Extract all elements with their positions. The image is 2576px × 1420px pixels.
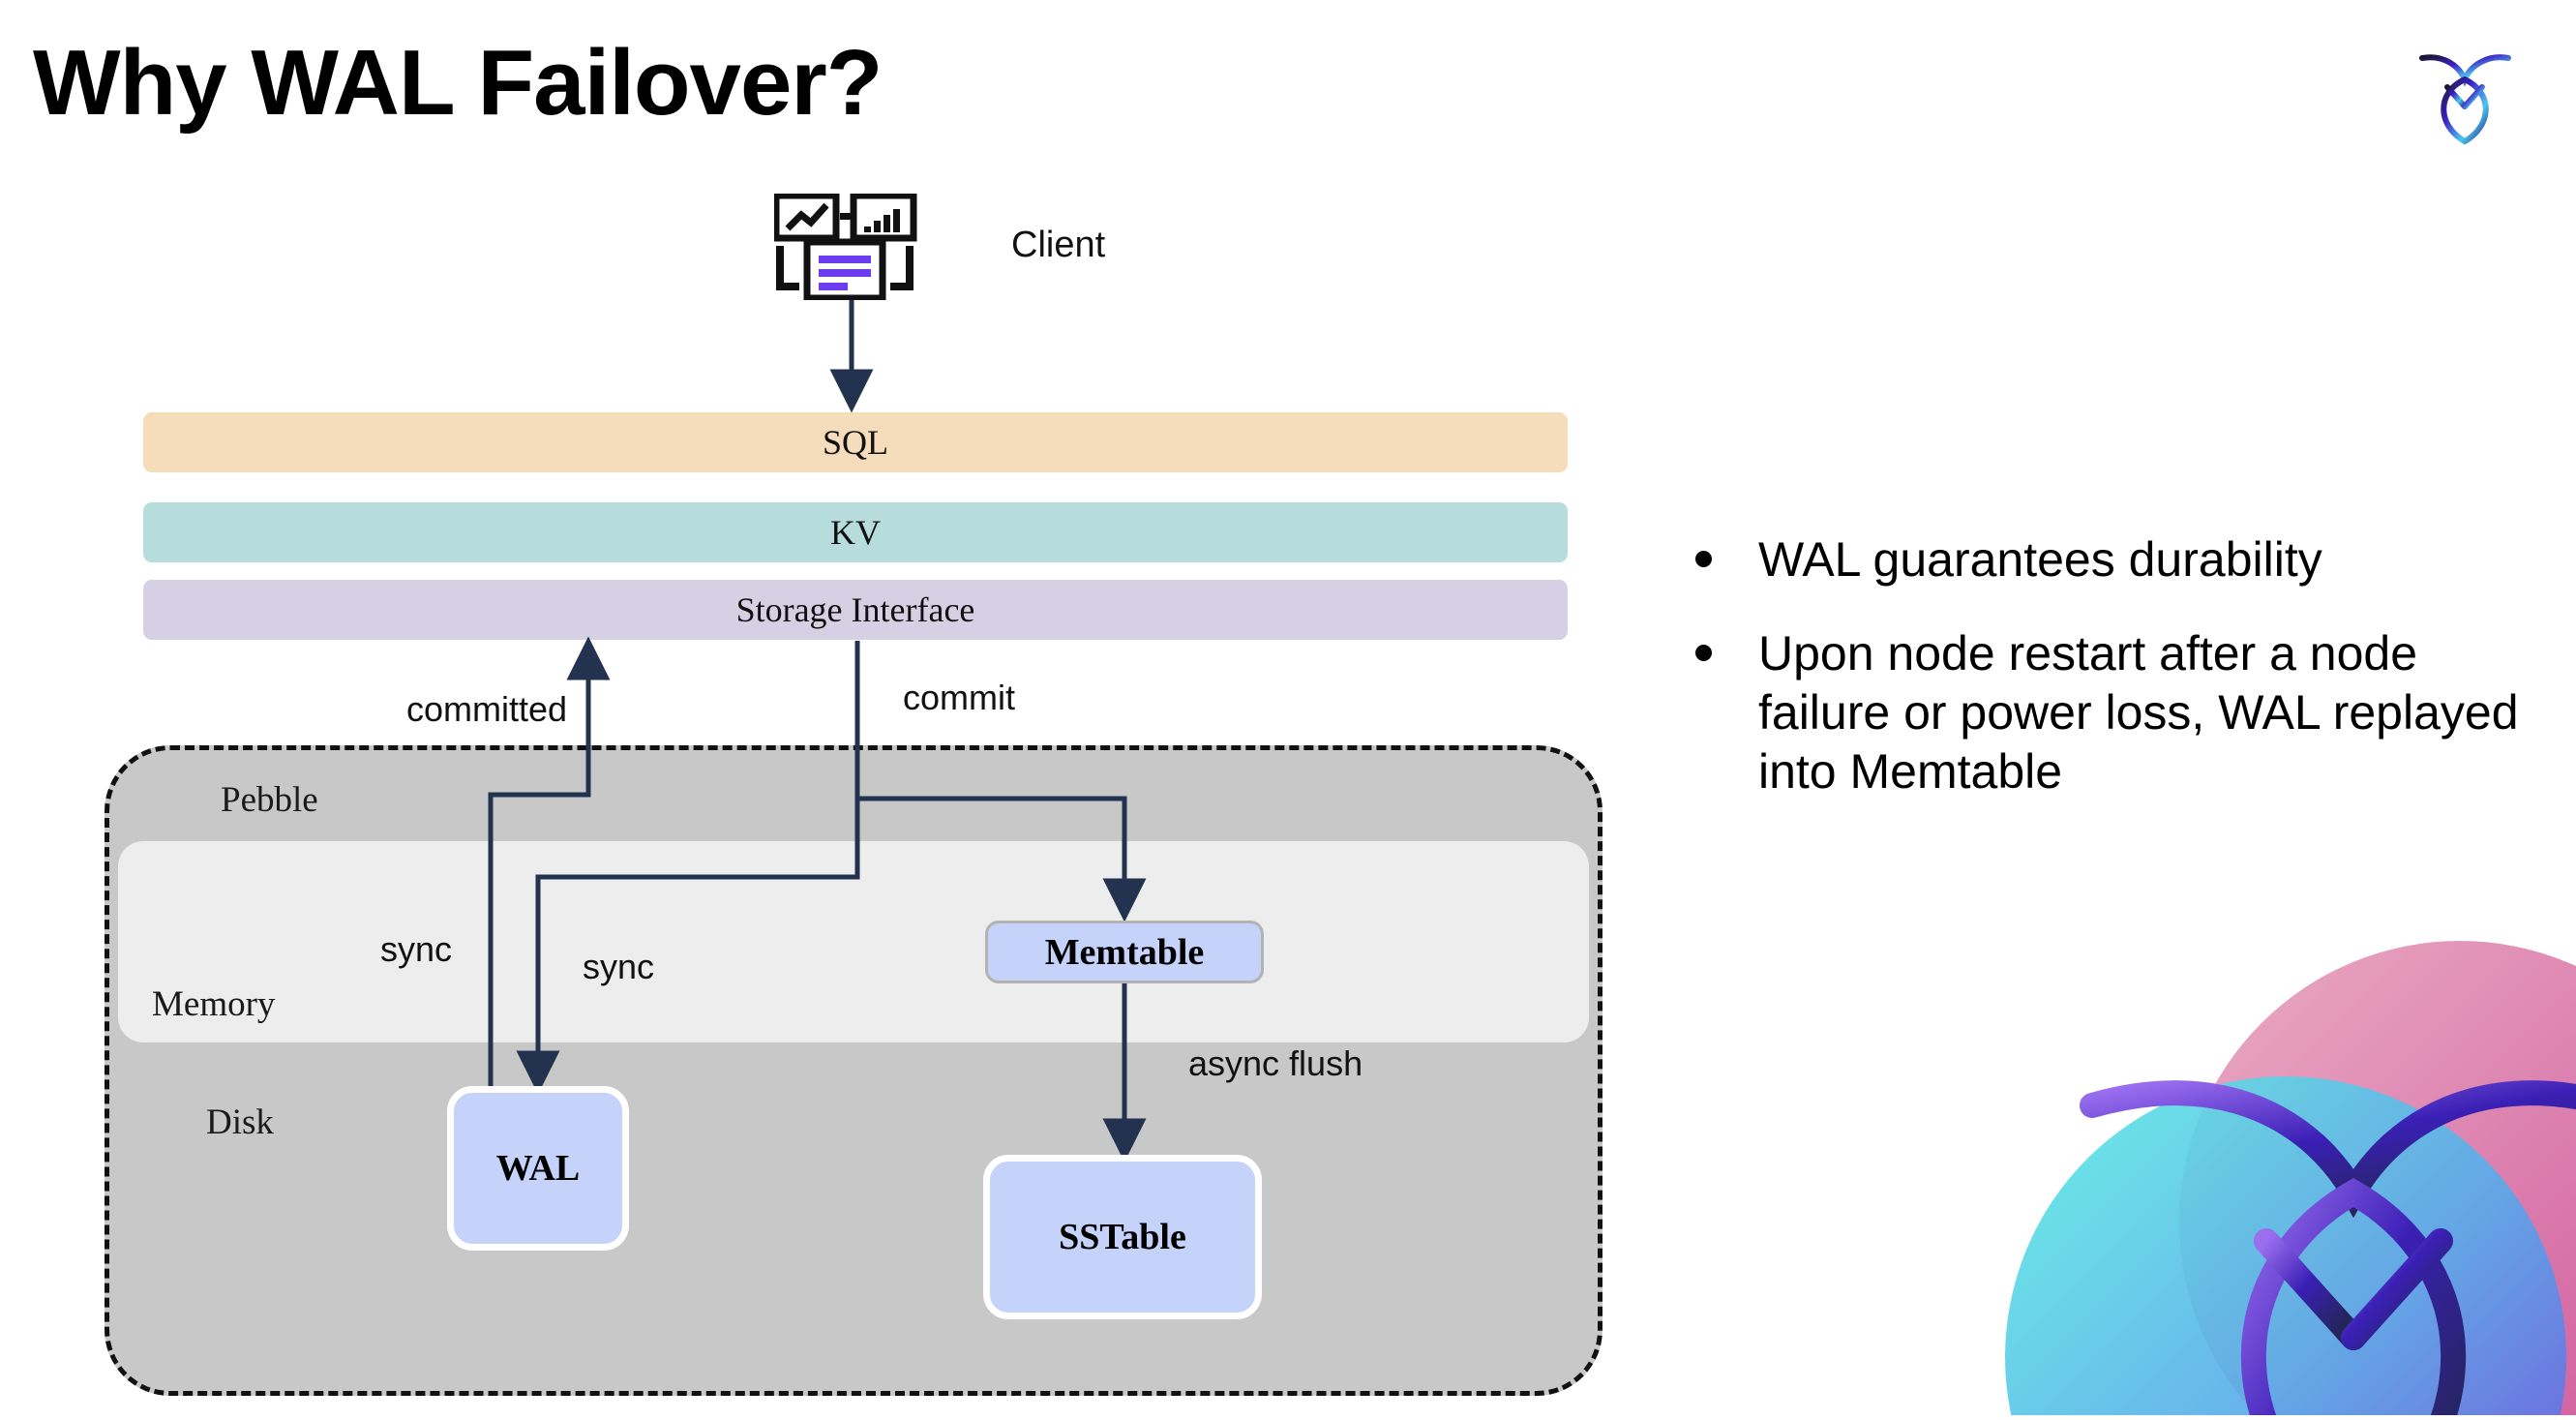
page-title: Why WAL Failover?	[33, 31, 883, 135]
decorative-circles-logo-icon	[1976, 902, 2576, 1415]
bullet-text: WAL guarantees durability	[1758, 532, 2322, 587]
bullet-text: Upon node restart after a node failure o…	[1758, 626, 2519, 799]
client-dashboard-icon	[772, 192, 929, 302]
list-item: Upon node restart after a node failure o…	[1695, 624, 2537, 801]
disk-label: Disk	[206, 1103, 274, 1142]
node-sstable[interactable]: SSTable	[983, 1155, 1262, 1319]
client-label: Client	[1011, 225, 1106, 265]
node-wal[interactable]: WAL	[447, 1086, 629, 1251]
layer-bar-kv[interactable]: KV	[143, 502, 1568, 562]
bullet-dot-icon	[1695, 645, 1712, 661]
architecture-diagram: Client SQL KV Storage Interface Pebble M…	[105, 192, 1603, 1396]
edge-label-sync-left: sync	[380, 929, 453, 969]
edge-wal-to-storage-committed	[488, 636, 611, 1086]
edge-label-sync-right: sync	[583, 947, 655, 986]
bullet-list: WAL guarantees durability Upon node rest…	[1695, 530, 2537, 836]
edge-label-commit: commit	[903, 678, 1015, 717]
cockroach-logo-icon	[2414, 37, 2516, 145]
edge-storage-to-wal-sync	[516, 641, 860, 1095]
memory-label: Memory	[152, 984, 276, 1024]
bullet-dot-icon	[1695, 551, 1712, 567]
diagram-edges	[488, 300, 1147, 1163]
layer-bar-sql[interactable]: SQL	[143, 412, 1568, 472]
node-memtable[interactable]: Memtable	[985, 921, 1264, 983]
pebble-label: Pebble	[221, 780, 318, 820]
layer-bar-storage-interface[interactable]: Storage Interface	[143, 580, 1568, 640]
list-item: WAL guarantees durability	[1695, 530, 2537, 589]
edge-label-async-flush: async flush	[1188, 1043, 1363, 1083]
edge-label-committed: committed	[406, 689, 568, 729]
